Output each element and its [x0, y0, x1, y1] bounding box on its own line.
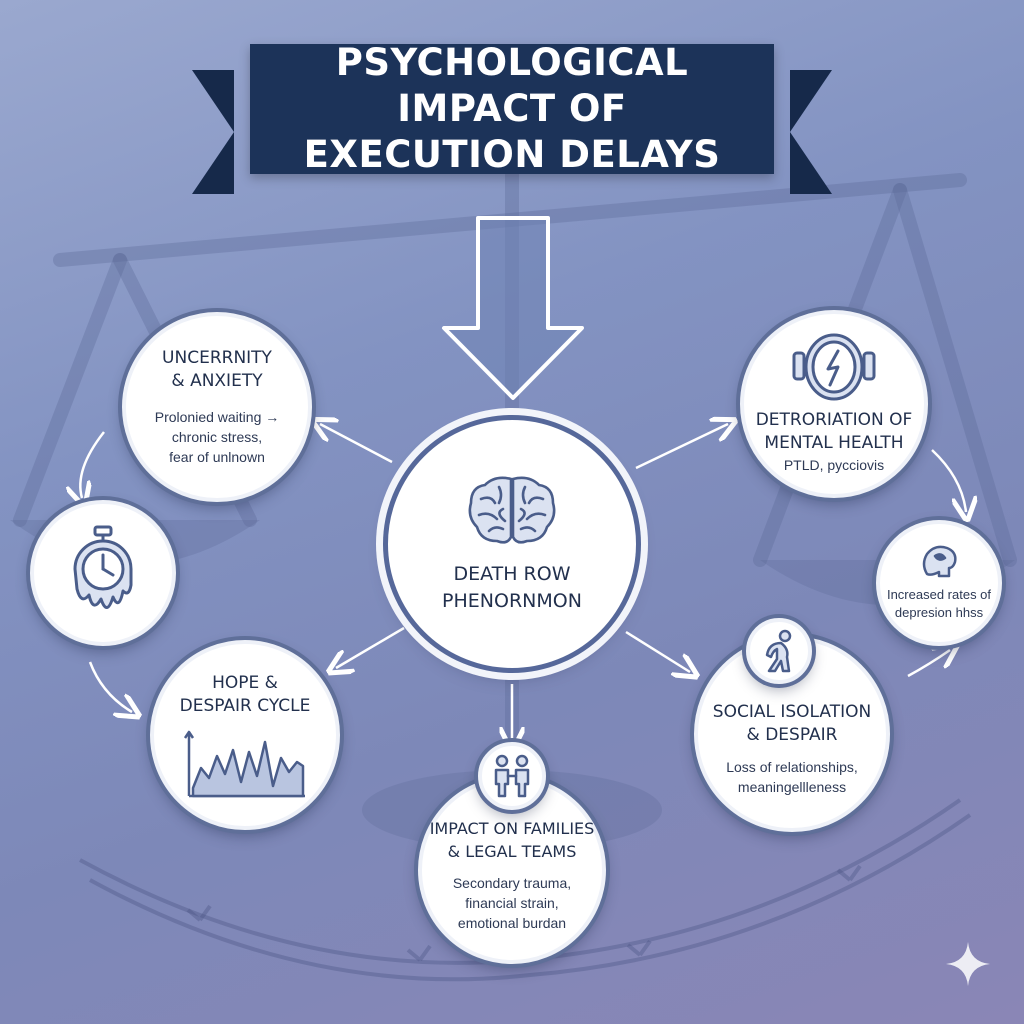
isolation-title-line2: & DESPAIR — [746, 725, 838, 745]
uncertainty-desc-line2: chronic stress, — [171, 429, 263, 445]
node-uncertainty-anxiety: UNCERRNITY & ANXIETY Prolonied waiting →… — [122, 312, 312, 502]
title-banner: PSYCHOLOGICAL IMPACT OF EXECUTION DELAYS — [250, 41, 774, 176]
families-title-line1: IMPACT ON FAMILIES — [429, 819, 595, 838]
families-desc-line1: Secondary trauma, — [452, 875, 572, 891]
arrow-to-hope — [336, 626, 405, 668]
depression-desc-line1: Increased rates of — [886, 587, 992, 602]
isolation-desc-line1: Loss of relationships, — [726, 759, 858, 775]
cycle-arrow-left-top — [80, 431, 105, 498]
fluctuating-graph-icon — [183, 730, 305, 798]
isolation-icon-badge — [746, 618, 812, 684]
depression-desc-line2: depresion hhss — [894, 605, 984, 620]
two-people-icon — [494, 754, 530, 798]
node-mental-health: DETRORIATION OF MENTAL HEALTH PTLD, pycc… — [740, 310, 928, 498]
hope-title-line1: HOPE & — [212, 673, 278, 693]
page-title: PSYCHOLOGICAL IMPACT OF EXECUTION DELAYS — [303, 41, 721, 176]
isolation-desc-line2: meaningellleness — [737, 779, 847, 795]
hope-title-line2: DESPAIR CYCLE — [179, 696, 311, 716]
families-icon-badge — [478, 742, 546, 810]
banner-ribbon-right — [790, 70, 832, 194]
node-families-legal-teams: IMPACT ON FAMILIES & LEGAL TEAMS Seconda… — [418, 776, 606, 964]
brain-icon — [468, 476, 556, 544]
center-node-death-row: DEATH ROW PHENORNMON — [388, 420, 636, 668]
melting-clock-icon — [73, 525, 133, 609]
mental-desc-line1: PTLD, pycciovis — [783, 457, 885, 473]
center-title-line1: DEATH ROW — [453, 563, 571, 585]
cycle-arrow-left-bottom — [88, 661, 132, 712]
isolation-title-line1: SOCIAL ISOLATION — [712, 702, 872, 722]
arrow-to-mental-health — [635, 424, 728, 470]
center-title-line2: PHENORNMON — [442, 590, 582, 612]
node-hope-despair-cycle: HOPE & DESPAIR CYCLE — [150, 640, 340, 830]
uncertainty-desc-line1: Prolonied waiting → — [154, 409, 280, 425]
cycle-arrow-right-top — [931, 449, 966, 512]
uncertainty-title-line1: UNCERRNITY — [162, 348, 272, 368]
arrow-to-uncertainty — [320, 424, 393, 464]
arrow-to-isolation — [625, 630, 690, 672]
sparkle-icon — [946, 942, 990, 986]
families-desc-line2: financial strain, — [465, 895, 559, 911]
mental-title-line2: MENTAL HEALTH — [764, 433, 904, 453]
banner-ribbon-left — [192, 70, 234, 194]
mental-title-line1: DETRORIATION OF — [755, 410, 913, 430]
uncertainty-title-line2: & ANXIETY — [171, 371, 263, 391]
cycle-arrow-right-bottom — [907, 650, 950, 678]
head-profile-icon — [922, 545, 957, 578]
families-title-line2: & LEGAL TEAMS — [447, 842, 577, 861]
hunched-person-icon — [765, 629, 792, 673]
uncertainty-desc-line3: fear of unlnown — [169, 449, 265, 465]
node-melting-clock — [30, 500, 176, 646]
node-depression-rates: Increased rates of depresion hhss — [876, 520, 1002, 646]
broken-mirror-icon — [792, 333, 876, 401]
families-desc-line3: emotional burdan — [457, 915, 567, 931]
main-down-arrow — [442, 216, 584, 400]
